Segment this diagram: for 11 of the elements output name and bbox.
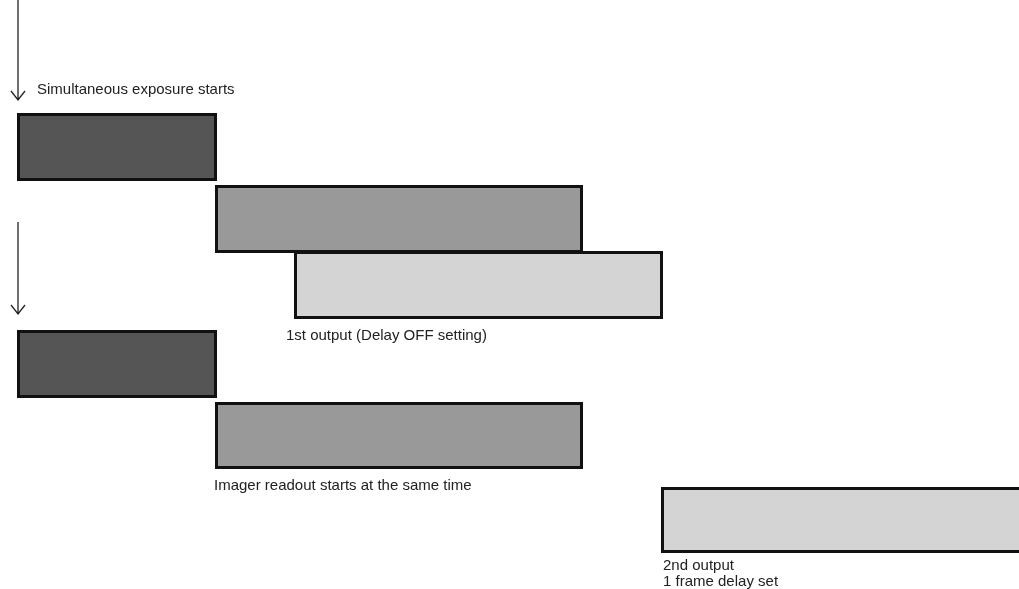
timing-bar — [17, 330, 217, 398]
timing-bar — [294, 251, 663, 319]
event-label: Simultaneous exposure starts — [37, 80, 235, 98]
bar-caption: Imager readout starts at the same time — [214, 476, 472, 494]
bar-caption: 2nd output — [663, 556, 734, 574]
bar-caption: 1st output (Delay OFF setting) — [286, 326, 487, 344]
timing-bar — [215, 402, 583, 469]
timing-bar — [17, 113, 217, 181]
bar-caption: 1 frame delay set — [663, 572, 779, 589]
timing-bar — [661, 487, 1019, 553]
timing-bar — [215, 185, 583, 253]
